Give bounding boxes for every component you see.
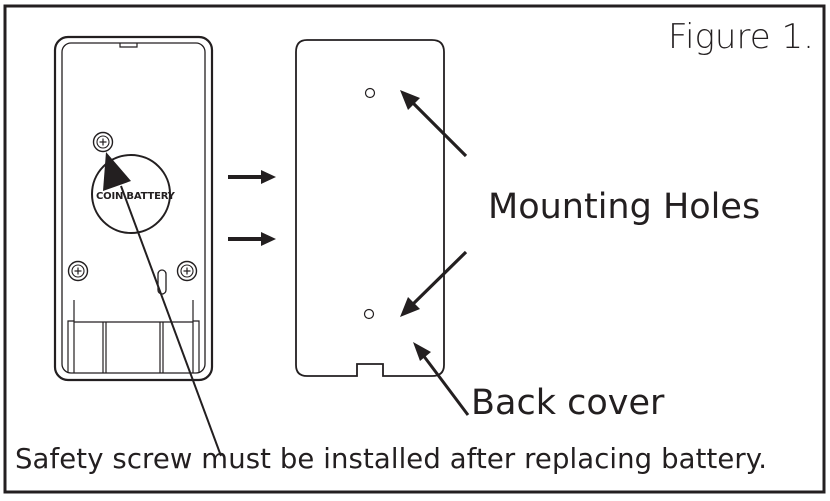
mounting-holes-label: Mounting Holes [488, 187, 761, 227]
screw-icon [176, 260, 198, 282]
back-cover-label: Back cover [471, 383, 665, 423]
screw-icon [67, 260, 89, 282]
leader-arrow-icon [120, 185, 222, 457]
safety-screw-icon [92, 131, 114, 153]
arrow-icon [400, 90, 468, 158]
arrow-icon [413, 342, 470, 416]
mounting-hole [363, 308, 375, 320]
arrow-icon [228, 170, 276, 184]
figure-frame [3, 4, 826, 494]
coin-battery-label: COIN BATTERY [96, 191, 175, 202]
arrow-icon [400, 250, 468, 317]
figure-title: Figure 1. [668, 17, 814, 57]
arrow-icon [228, 232, 276, 246]
leader-arrow-head-icon [103, 152, 131, 191]
back-cover [295, 39, 445, 377]
caption: Safety screw must be installed after rep… [15, 443, 768, 475]
mounting-hole [364, 87, 376, 99]
